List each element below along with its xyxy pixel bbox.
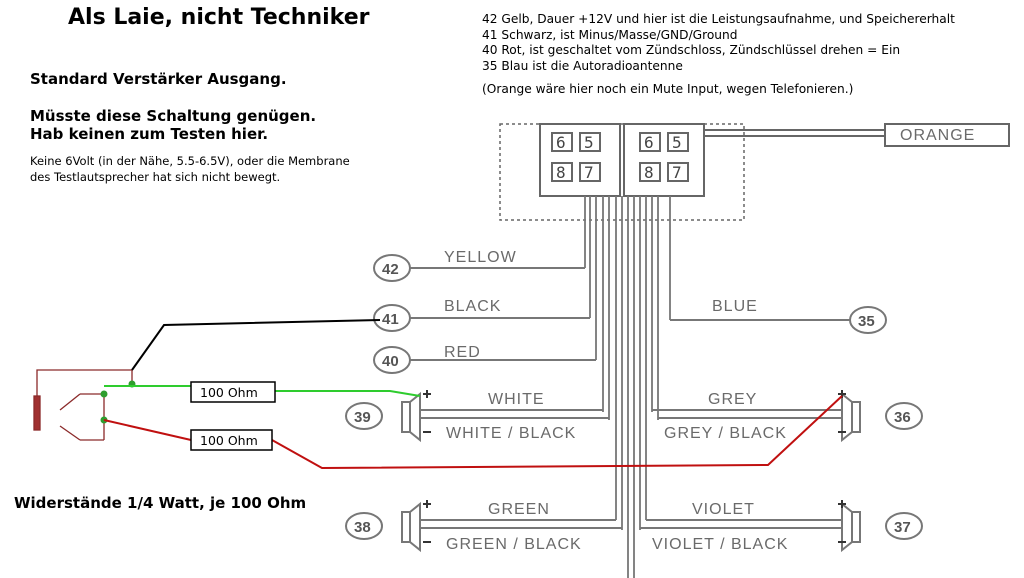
resistor-1-label: 100 Ohm	[200, 385, 258, 400]
orange-wire	[704, 123, 1010, 147]
pin-label: 8	[644, 163, 654, 182]
wire-number-37: 37	[894, 519, 911, 536]
legend-35: 35 Blau ist die Autoradioantenne	[482, 58, 683, 73]
wire-number-38: 38	[354, 519, 371, 536]
pin-label: 7	[672, 163, 682, 182]
jack-contacts	[100, 380, 136, 424]
yellow-wire	[373, 254, 585, 282]
page-title: Als Laie, nicht Techniker	[68, 5, 370, 30]
wire-legend: 42 Gelb, Dauer +12V und hier ist die Lei…	[482, 12, 955, 98]
wire-number-41: 41	[382, 311, 399, 328]
speaker-37	[640, 501, 923, 553]
pin-label: 6	[644, 133, 654, 152]
blue-label: BLUE	[712, 298, 758, 315]
speaker-39	[345, 391, 609, 443]
black-label: BLACK	[444, 298, 501, 315]
speaker-38	[345, 501, 622, 553]
legend-41: 41 Schwarz, ist Minus/Masse/GND/Ground	[482, 27, 738, 42]
grey-label: GREY	[708, 391, 757, 408]
wire-number-42: 42	[382, 261, 399, 278]
white-black-label: WHITE / BLACK	[446, 425, 576, 442]
pin-label: 7	[584, 163, 594, 182]
blue-wire	[670, 306, 887, 334]
black-wire-connector	[373, 304, 590, 332]
wire-number-39: 39	[354, 409, 371, 426]
orange-label: ORANGE	[900, 127, 975, 144]
green-label: GREEN	[488, 501, 550, 518]
white-label: WHITE	[488, 391, 545, 408]
legend-40: 40 Rot, ist geschaltet vom Zündschloss, …	[482, 43, 901, 57]
note-line-3: Hab keinen zum Testen hier.	[30, 125, 269, 143]
legend-42: 42 Gelb, Dauer +12V und hier ist die Lei…	[482, 12, 955, 26]
red-label: RED	[444, 344, 481, 361]
pin-label: 5	[672, 133, 682, 152]
polarity-markers	[423, 390, 846, 543]
pin-label: 5	[584, 133, 594, 152]
green-black-label: GREEN / BLACK	[446, 536, 582, 553]
resistor-2-label: 100 Ohm	[200, 433, 258, 448]
violet-label: VIOLET	[692, 501, 755, 518]
red-wire-to-speaker	[271, 395, 843, 470]
resistor-note: Widerstände 1/4 Watt, je 100 Ohm	[14, 494, 307, 512]
pin-label: 6	[556, 133, 566, 152]
resistor-2	[190, 429, 273, 451]
violet-black-label: VIOLET / BLACK	[652, 536, 788, 553]
wire-number-40: 40	[382, 353, 399, 370]
resistor-1	[190, 381, 276, 403]
red-wire-connector	[373, 346, 596, 374]
pin-label: 8	[556, 163, 566, 182]
note-small: Keine 6Volt (in der Nähe, 5.5-6.5V), ode…	[30, 154, 350, 184]
wire-bundle	[584, 196, 671, 578]
wire-number-36: 36	[894, 409, 911, 426]
note-line-2: Müsste diese Schaltung genügen.	[30, 107, 317, 125]
speaker-36	[652, 391, 923, 443]
wire-number-35: 35	[858, 313, 875, 330]
legend-mute: (Orange wäre hier noch ein Mute Input, w…	[482, 82, 854, 96]
jack-socket	[33, 369, 133, 441]
note-line-1: Standard Verstärker Ausgang.	[30, 70, 287, 88]
black-wire	[131, 319, 381, 371]
grey-black-label: GREY / BLACK	[664, 425, 787, 442]
yellow-label: YELLOW	[444, 249, 517, 266]
red-wire	[103, 419, 192, 441]
green-wire-to-speaker	[275, 390, 421, 397]
